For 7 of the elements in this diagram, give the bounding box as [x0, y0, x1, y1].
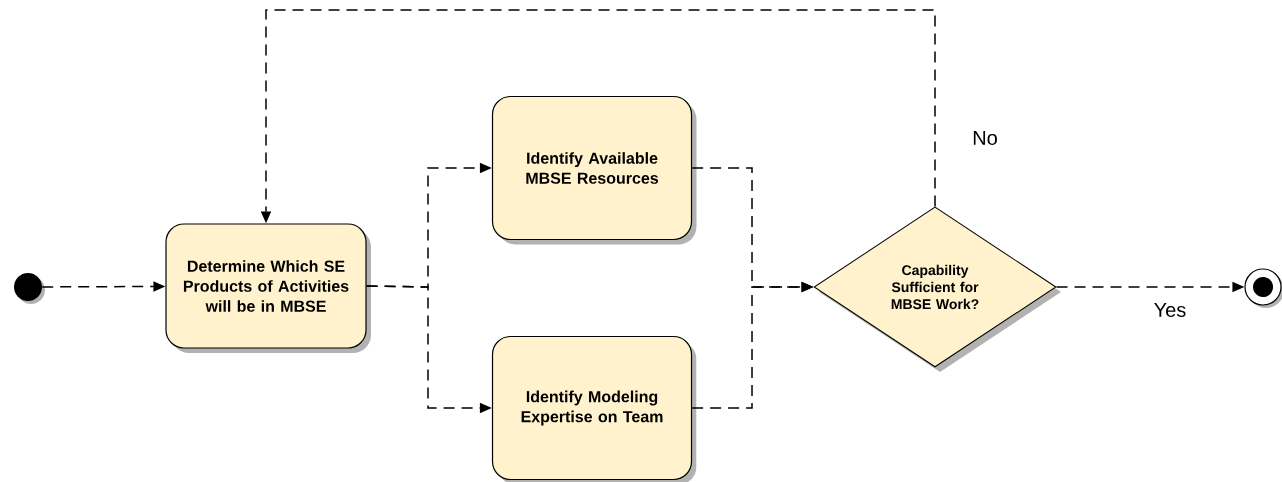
end-node — [1244, 268, 1282, 308]
edge-label: Yes — [1151, 301, 1189, 319]
edge-label: No — [970, 129, 1000, 147]
activity-box: Identify Modeling Expertise on Team — [491, 335, 697, 482]
start-node — [14, 273, 45, 304]
activity-box: Determine Which SE Products of Activities will be in MBSE — [165, 223, 371, 353]
activity-box: Identify Available MBSE Resources — [491, 95, 697, 245]
